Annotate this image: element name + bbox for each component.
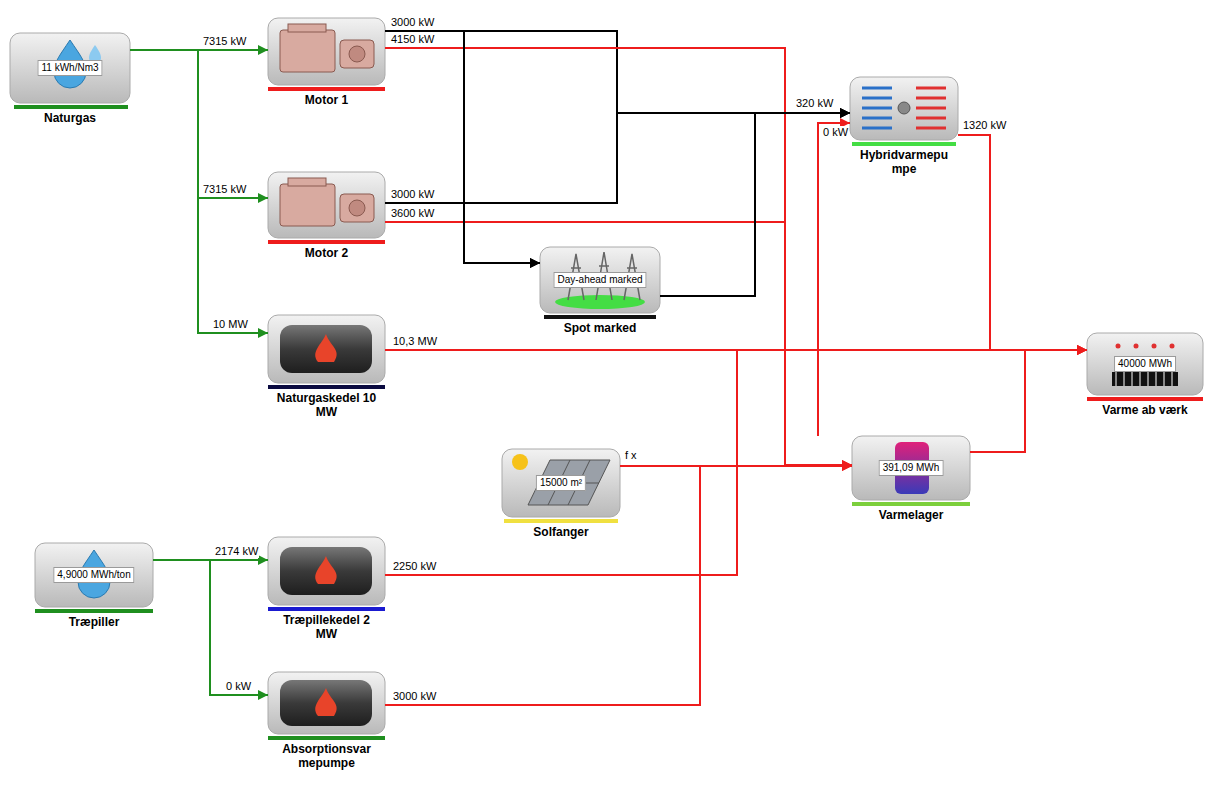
flow-value: f x (624, 449, 638, 462)
flow-line (385, 466, 852, 705)
value-readout: 40000 MWh (1114, 356, 1176, 372)
flow-line (385, 350, 1087, 575)
flow-line (970, 350, 1087, 452)
flow-value: 10 MW (212, 318, 249, 331)
component-name: Varmelager (846, 508, 976, 522)
flow-line (385, 113, 850, 203)
component-box: Hybridvarmepu mpe (850, 77, 958, 140)
component-name: Træpiller (29, 615, 159, 629)
component-box: Motor 2 (268, 172, 385, 238)
flow-value: 0 kW (225, 680, 252, 693)
component-name: Naturgas (5, 111, 135, 125)
flow-line (385, 203, 540, 263)
solar-panel (512, 454, 610, 505)
value-readout: 11 kWh/Nm3 (37, 60, 102, 76)
flow-value: 2250 kW (392, 560, 437, 573)
value-readout: 4,9000 MWh/ton (53, 567, 134, 583)
component-name: Træpillekedel 2 MW (274, 613, 379, 641)
component-name: Varme ab værk (1087, 403, 1203, 417)
flow-value: 2174 kW (214, 545, 259, 558)
component-box: Day-ahead markedSpot marked (540, 247, 660, 313)
component-name: Motor 1 (262, 93, 392, 107)
flow-value: 3000 kW (390, 16, 435, 29)
flow-line (958, 135, 1087, 350)
value-readout: Day-ahead marked (553, 272, 646, 288)
component-name: Solfanger (496, 525, 626, 539)
component-box: 40000 MWhVarme ab værk (1087, 333, 1203, 395)
flow-value: 3000 kW (390, 188, 435, 201)
input-value: 0 kW (822, 126, 849, 139)
flow-value: 3600 kW (390, 207, 435, 220)
component-box: Motor 1 (268, 18, 385, 85)
component-box: 11 kWh/Nm3Naturgas (10, 33, 130, 103)
component-name: Spot marked (535, 321, 665, 335)
component-name: Motor 2 (262, 246, 392, 260)
flow-line (385, 31, 540, 263)
radiator-symbol (1112, 344, 1178, 387)
flow-line (385, 222, 852, 465)
component-box: 4,9000 MWh/tonTræpiller (35, 543, 153, 607)
flow-value: 7315 kW (202, 183, 247, 196)
flow-line (153, 560, 268, 695)
flow-line (385, 31, 850, 113)
flow-value: 3000 kW (392, 690, 437, 703)
component-box: Naturgaskedel 10 MW (268, 315, 385, 383)
boiler-cylinder (280, 325, 372, 726)
component-name: Naturgaskedel 10 MW (274, 391, 379, 419)
input-value: 320 kW (795, 97, 834, 110)
component-box: 391,09 MWhVarmelager (852, 436, 970, 500)
flow-line (818, 123, 850, 436)
status-bars (14, 87, 1203, 740)
flow-value: 10,3 MW (392, 335, 438, 348)
flow-value: 7315 kW (202, 35, 247, 48)
component-name: Hybridvarmepu mpe (852, 148, 957, 176)
flow-value: 4150 kW (390, 33, 435, 46)
component-box: 15000 m²Solfanger (502, 449, 620, 517)
icon-backgrounds (10, 18, 1203, 734)
flow-line (660, 113, 850, 296)
heat-pump-coils (862, 88, 946, 128)
flow-line (385, 48, 852, 465)
flow-line (130, 50, 268, 333)
component-box: Absorptionsvar mepumpe (268, 672, 385, 734)
value-readout: 15000 m² (536, 475, 586, 491)
component-box: Træpillekedel 2 MW (268, 537, 385, 605)
flow-value: 1320 kW (962, 119, 1007, 132)
component-name: Absorptionsvar mepumpe (272, 742, 382, 770)
engine-symbol (280, 24, 374, 226)
value-readout: 391,09 MWh (879, 460, 944, 476)
